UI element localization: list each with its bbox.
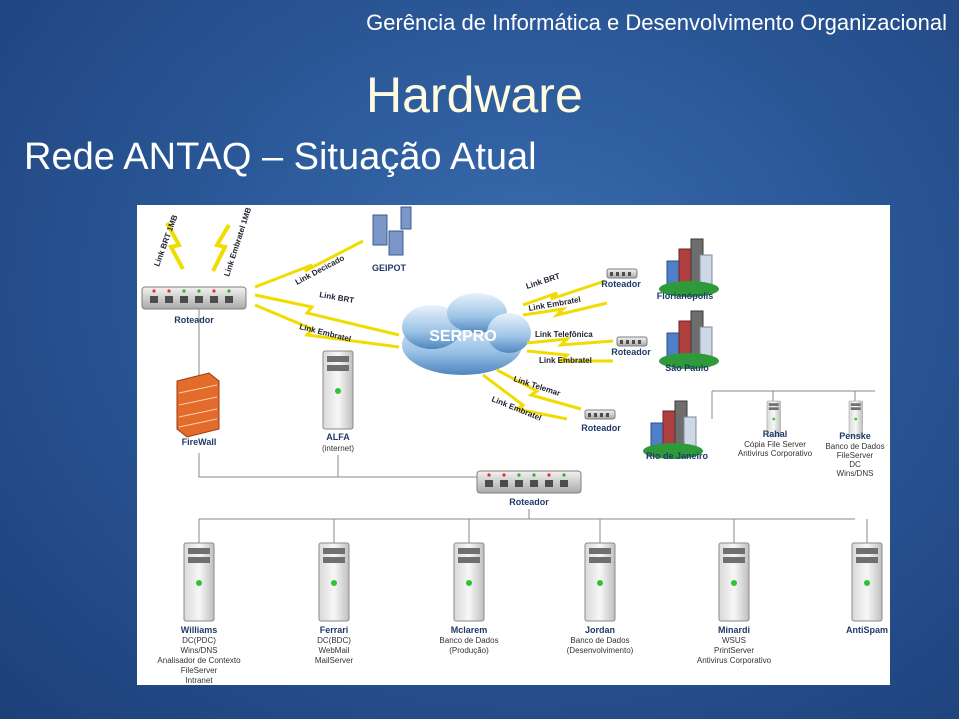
link-embratel-label: Link Embratel (299, 322, 353, 344)
alfa-label: ALFA (326, 432, 350, 442)
penske-line-1: FileServer (837, 451, 874, 460)
lightning-rj-1 (496, 368, 582, 411)
server-role-line: WSUS (722, 636, 746, 645)
firewall-icon (176, 372, 220, 438)
router-florianopolis (606, 268, 638, 279)
penske-line-0: Banco de Dados (825, 442, 884, 451)
lightning-brt (254, 293, 400, 337)
server-icon (851, 542, 883, 622)
server-role-line: DC(BDC) (317, 636, 351, 645)
lightning-fl-2 (522, 301, 608, 318)
server-name: Williams (181, 625, 217, 635)
lightning-dedicado (254, 239, 364, 289)
penske-line-2: DC (849, 460, 861, 469)
link-telefonica-label: Link Telefônica (535, 330, 593, 339)
router-sp-label: Roteador (611, 347, 651, 357)
rio-label: Rio de Janeiro (646, 451, 709, 461)
firewall-label: FireWall (182, 437, 217, 447)
slide-title: Hardware (366, 67, 583, 123)
server-role-line: Wins/DNS (181, 646, 218, 655)
lightning-sp-1 (526, 337, 614, 347)
serpro-cloud-icon (402, 293, 531, 375)
sao-paulo-city-icon (658, 310, 720, 370)
header-organization: Gerência de Informática e Desenvolviment… (366, 10, 947, 35)
server-role-line: Analisador de Contexto (157, 656, 241, 665)
router-top-label: Roteador (174, 315, 214, 325)
server-role-line: DC(PDC) (182, 636, 216, 645)
slide-subtitle: Rede ANTAQ – Situação Atual (24, 136, 537, 178)
geipot-server-icon (372, 214, 388, 246)
server-name: Mclarem (451, 625, 488, 635)
server-icon (183, 542, 215, 622)
server-icon (453, 542, 485, 622)
router-center-label: Roteador (509, 497, 549, 507)
server-role-line: Intranet (185, 676, 213, 685)
lightning-icon (165, 222, 185, 270)
alfa-sublabel: (internet) (322, 444, 354, 453)
lightning-sp-2 (526, 349, 613, 363)
geipot-server-icon-3 (400, 206, 412, 230)
geipot-server-icon-2 (388, 230, 404, 256)
firewall-to-router-line (198, 453, 477, 478)
server-role-line: Banco de Dados (570, 636, 629, 645)
router-top (141, 286, 247, 310)
lightning-fl-1 (522, 279, 606, 307)
server-role-line: (Produção) (449, 646, 489, 655)
lightning-icon (211, 223, 231, 272)
serpro-label: SERPRO (429, 328, 497, 345)
geipot-label: GEIPOT (372, 263, 407, 273)
link-embratel-sp-label: Link Embratel (539, 356, 592, 365)
lightning-rj-2 (482, 373, 568, 421)
rahal-name: Rahal (763, 429, 788, 439)
server-icon (718, 542, 750, 622)
server-icon (318, 542, 350, 622)
network-diagram-svg: Link BRT 1MB Link Embratel 1MB Roteador … (141, 206, 888, 685)
florianopolis-city-icon (658, 238, 720, 298)
link-brt-label: Link BRT (319, 290, 355, 305)
link-brt-fl-label: Link BRT (525, 271, 561, 290)
alfa-server-icon (322, 350, 354, 430)
router-sao-paulo (616, 336, 648, 347)
router-rio (584, 409, 616, 420)
link-embratel-1mb-label: Link Embratel 1MB (222, 206, 253, 277)
rahal-line-0: Cópia File Server (744, 440, 806, 449)
server-name: Jordan (585, 625, 615, 635)
server-role-line: PrintServer (714, 646, 754, 655)
server-name: Minardi (718, 625, 750, 635)
server-name: AntiSpam (846, 625, 888, 635)
server-role-line: Banco de Dados (439, 636, 498, 645)
lightning-embratel (254, 303, 400, 349)
server-role-line: Antivirus Corporativo (697, 656, 772, 665)
florianopolis-label: Florianópolis (657, 291, 714, 301)
penske-name: Penske (839, 431, 871, 441)
server-role-line: FileServer (181, 666, 218, 675)
server-role-line: MailServer (315, 656, 354, 665)
server-role-line: (Desenvolvimento) (567, 646, 634, 655)
sao-paulo-label: São Paulo (665, 363, 709, 373)
link-telemar-label: Link Telemar (512, 374, 561, 398)
server-role-line: WebMail (319, 646, 350, 655)
penske-line-3: Wins/DNS (837, 469, 874, 478)
server-icon (584, 542, 616, 622)
router-rj-label: Roteador (581, 423, 621, 433)
server-name: Ferrari (320, 625, 349, 635)
router-center (476, 470, 582, 494)
router-fl-label: Roteador (601, 279, 641, 289)
network-diagram: Link BRT 1MB Link Embratel 1MB Roteador … (137, 205, 890, 685)
rahal-line-1: Antivirus Corporativo (738, 449, 813, 458)
